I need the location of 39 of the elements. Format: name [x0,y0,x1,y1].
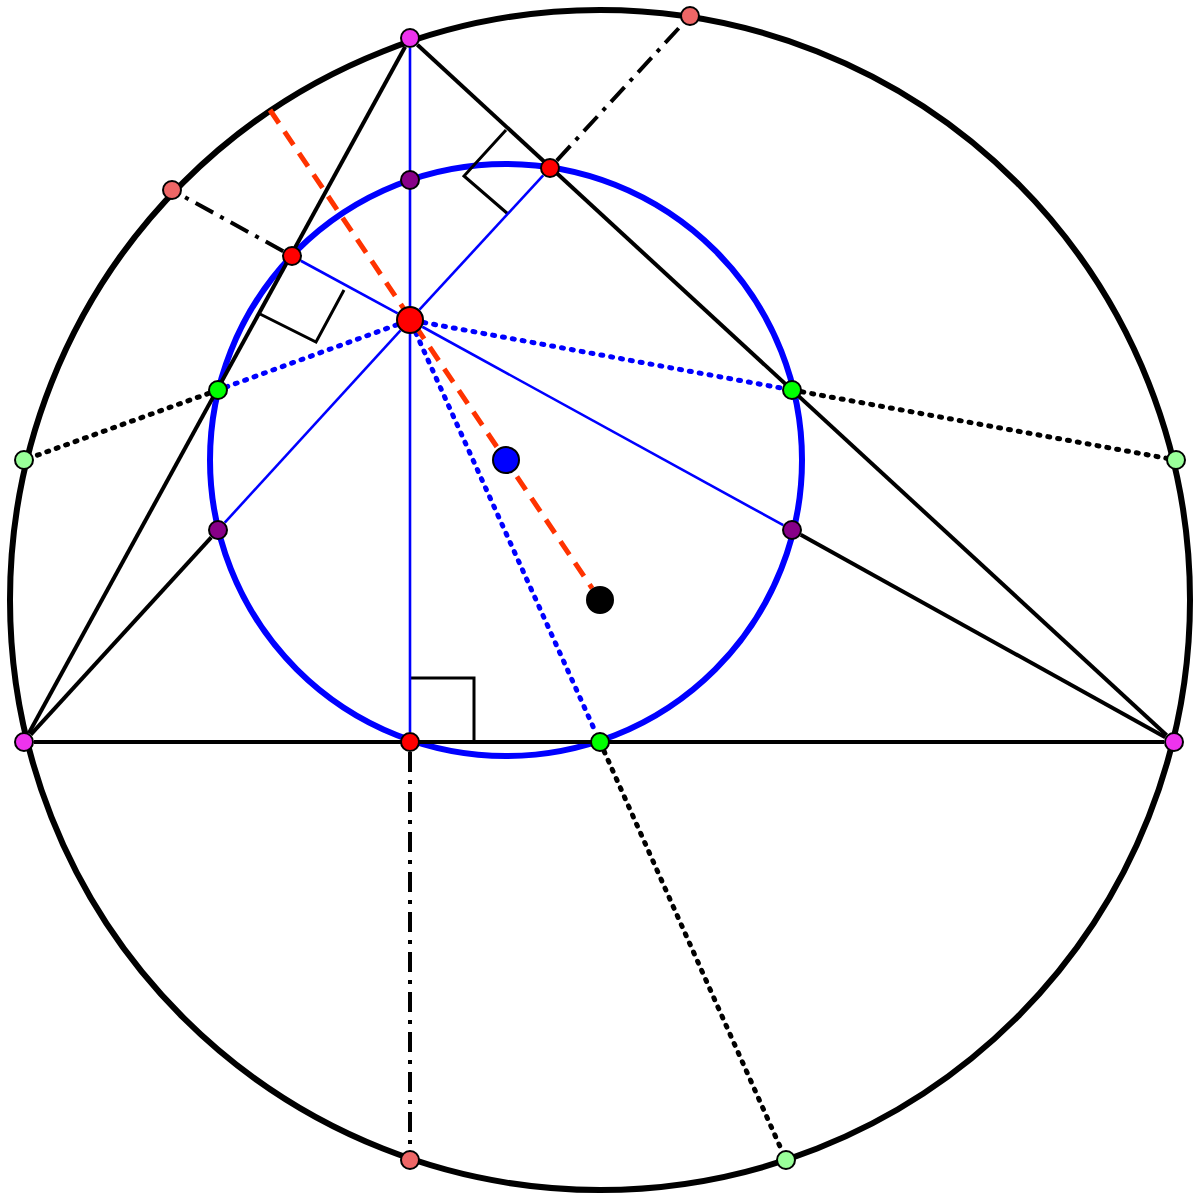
line-segment [27,45,407,735]
point [400,170,420,190]
point [782,520,802,540]
line-segment [179,193,285,253]
point [590,732,610,752]
line-segment [34,740,1164,744]
point [14,450,34,470]
point [162,180,182,200]
point [208,380,228,400]
line-segment [799,389,1169,461]
point [680,6,700,26]
line-segment [601,748,785,1154]
line-segment [267,108,595,590]
point [400,732,420,752]
point [492,446,520,474]
line-segment [29,536,213,736]
line-segment [555,22,685,162]
line-segment [408,752,412,1150]
point [586,586,614,614]
line-segment [223,329,402,524]
point [776,1150,796,1170]
point [14,732,34,752]
line-segment [416,43,1168,737]
point [400,28,420,48]
line-segment [408,48,412,732]
line-segment [300,259,399,315]
point [208,520,228,540]
line-segment [418,174,545,311]
point [282,246,302,266]
line-segment [30,390,212,460]
point [400,1150,420,1170]
line-segment [421,320,785,391]
point [396,306,424,334]
point [782,380,802,400]
line-segment [799,533,1167,739]
line-segment [224,322,400,390]
point [1164,732,1184,752]
point [1166,450,1186,470]
line-segment [421,325,784,527]
